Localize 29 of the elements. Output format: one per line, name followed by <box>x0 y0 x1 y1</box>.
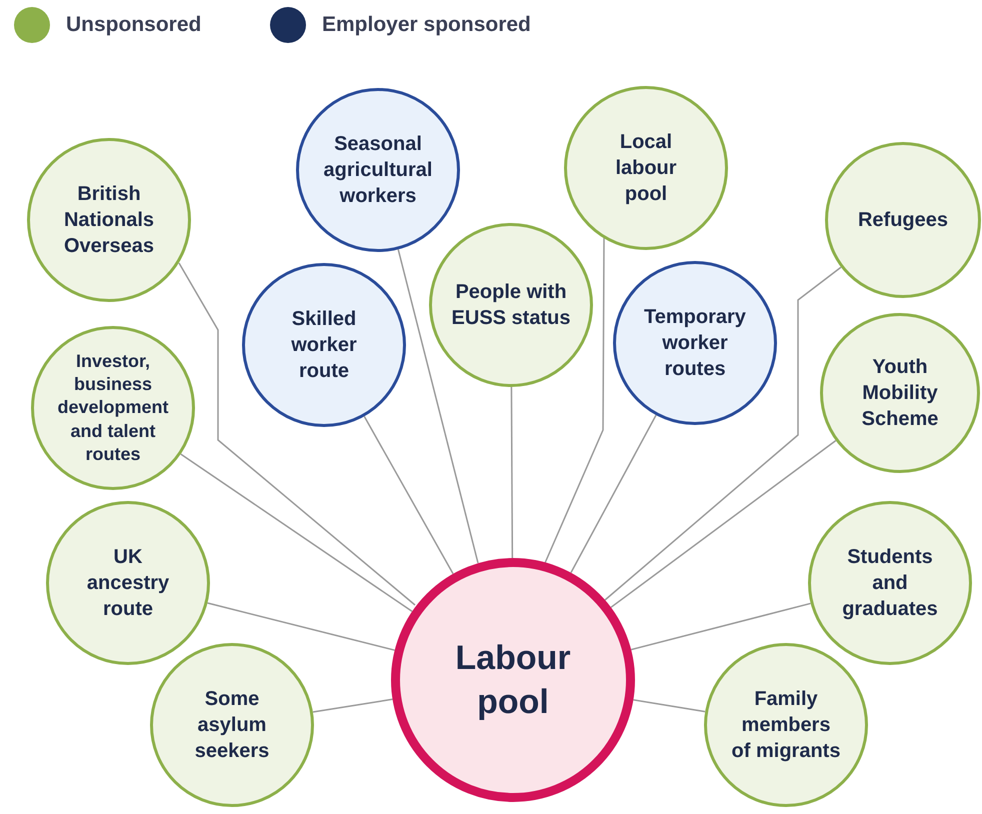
node-label: Temporary worker routes <box>643 305 747 382</box>
node-label: Family members of migrants <box>730 687 842 764</box>
node-label: Seasonal agricultural workers <box>322 132 434 209</box>
node-label: UK ancestry route <box>86 545 170 622</box>
node-label: Some asylum seekers <box>194 687 270 764</box>
node-label: Refugees <box>858 208 948 233</box>
node-label: Youth Mobility Scheme <box>860 355 940 432</box>
node-label: British Nationals Overseas <box>62 182 156 259</box>
connector-line <box>398 249 479 564</box>
connector-line <box>633 699 706 712</box>
connector-line <box>178 262 416 606</box>
connector-line <box>630 602 811 650</box>
legend-label: Employer sponsored <box>322 13 531 37</box>
connector-line <box>570 414 657 574</box>
node-label: Skilled worker route <box>290 307 358 384</box>
node-label: Investor, business development and talent routes <box>56 350 170 466</box>
connector-line <box>544 238 605 564</box>
node-label: Local labour pool <box>614 130 678 207</box>
legend-label: Unsponsored <box>66 13 202 37</box>
connector-line <box>312 698 393 713</box>
node-label: People with EUSS status <box>450 280 572 331</box>
connector-line <box>610 440 836 608</box>
connector-line <box>364 416 454 574</box>
connector-line <box>180 453 413 612</box>
node-label: Students and graduates <box>841 545 939 622</box>
connector-line <box>207 602 395 651</box>
connector-line <box>604 266 842 601</box>
node-label: Labour pool <box>454 638 572 723</box>
connector-line <box>510 387 514 558</box>
